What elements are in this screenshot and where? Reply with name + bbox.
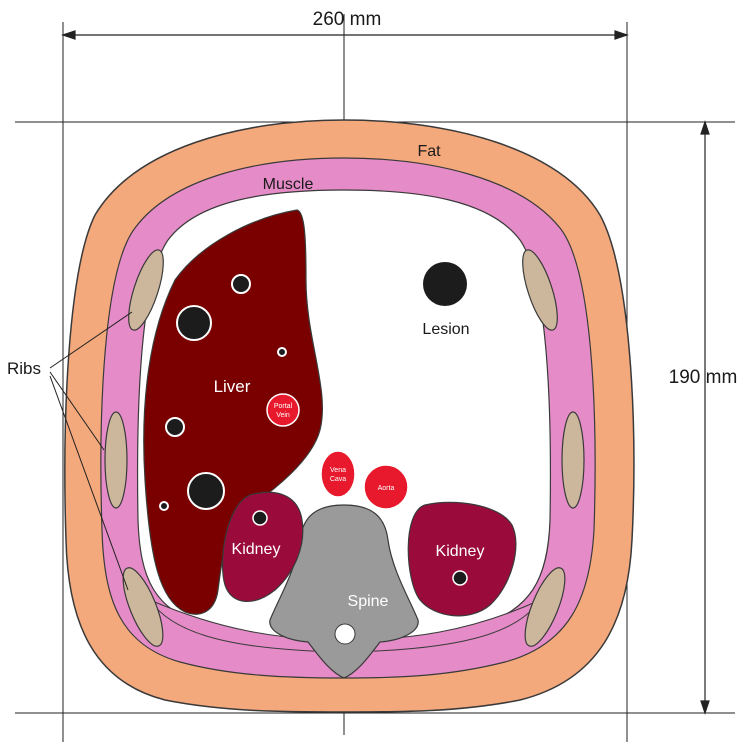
large-lesion bbox=[423, 262, 467, 306]
liver-lesion-1 bbox=[176, 305, 212, 341]
vena-cava-label-1: Vena bbox=[330, 467, 346, 474]
spinal-canal bbox=[334, 623, 356, 645]
kidney-left-shape bbox=[222, 491, 304, 603]
vena-cava-label-2: Cava bbox=[330, 476, 346, 483]
ribs-group bbox=[104, 249, 585, 647]
liver-lesion-5 bbox=[187, 472, 225, 510]
lesion-label: Lesion bbox=[422, 321, 469, 338]
kidney-right-shape bbox=[407, 501, 517, 617]
ribs-pointer-lines bbox=[49, 311, 133, 591]
muscle-label: Muscle bbox=[263, 176, 314, 193]
rib-right-lower bbox=[524, 567, 566, 647]
rib-left-lower bbox=[122, 567, 164, 647]
liver-lesion-6 bbox=[159, 501, 169, 511]
liver-lesion-4 bbox=[165, 417, 185, 437]
aorta-label: Aorta bbox=[378, 485, 395, 492]
rib-left-middle bbox=[104, 411, 128, 509]
height-dimension-arrow bbox=[700, 120, 710, 715]
rib-right-upper bbox=[522, 249, 558, 331]
liver-label: Liver bbox=[214, 377, 251, 396]
kidney-right-lesion bbox=[452, 570, 468, 586]
width-dimension-label: 260 mm bbox=[313, 9, 382, 30]
kidney-left-label: Kidney bbox=[232, 541, 281, 558]
kidney-left-lesion bbox=[252, 510, 268, 526]
aorta bbox=[363, 464, 409, 510]
liver-lesion-3 bbox=[277, 347, 287, 357]
rib-left-upper bbox=[128, 249, 164, 331]
liver-lesions bbox=[159, 274, 287, 511]
spine-label: Spine bbox=[348, 593, 389, 610]
fat-label: Fat bbox=[417, 143, 441, 160]
width-dimension-arrow bbox=[61, 30, 629, 40]
portal-vein-label-1: Portal bbox=[274, 403, 293, 410]
kidney-right-label: Kidney bbox=[436, 543, 485, 560]
rib-right-middle bbox=[561, 411, 585, 509]
ribs-label: Ribs bbox=[7, 359, 41, 378]
vena-cava bbox=[320, 450, 356, 498]
portal-vein bbox=[266, 393, 300, 427]
height-dimension-label: 190 mm bbox=[669, 367, 738, 388]
portal-vein-label-2: Vein bbox=[276, 412, 290, 419]
liver-lesion-2 bbox=[231, 274, 251, 294]
